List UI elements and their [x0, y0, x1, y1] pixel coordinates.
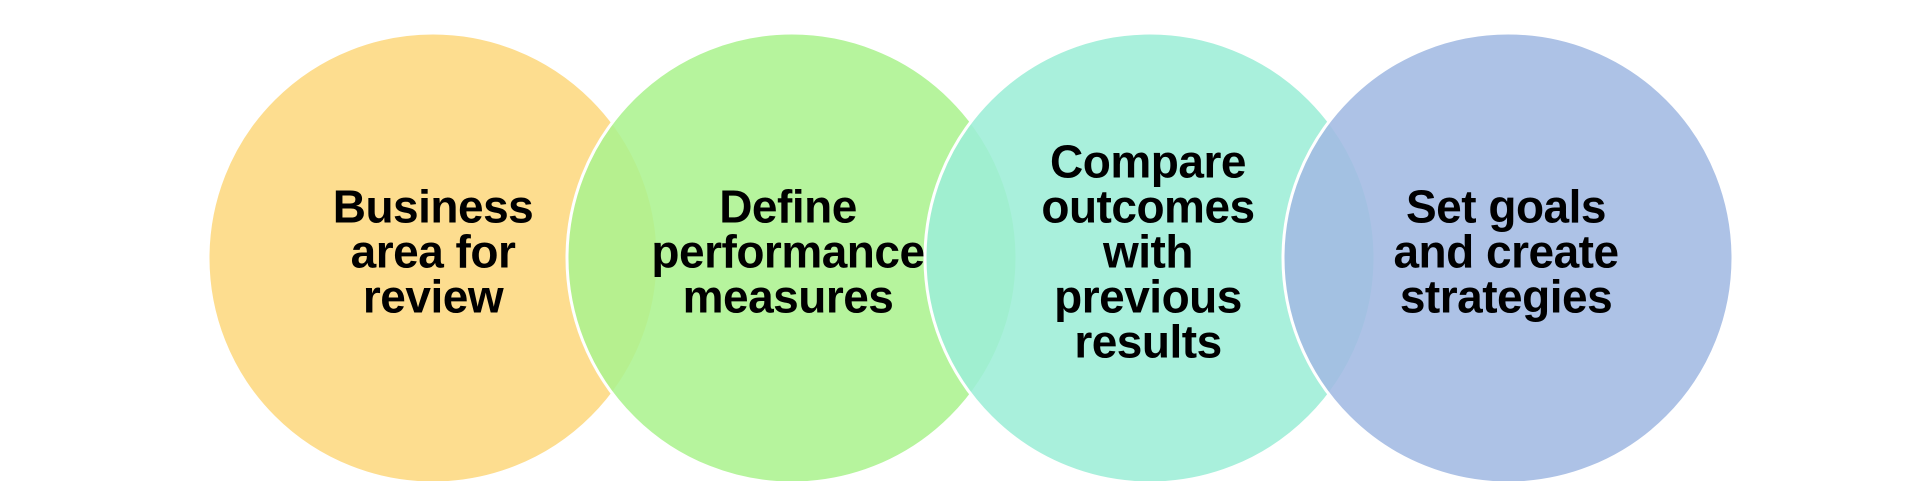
step-circle-4	[1281, 31, 1735, 481]
step-label-2: Define performance measures	[651, 180, 925, 323]
step-label-3: Compare outcomes with previous results	[1041, 135, 1255, 368]
step-label-1: Business area for review	[332, 180, 534, 323]
step-label-4: Set goals and create strategies	[1393, 180, 1619, 323]
